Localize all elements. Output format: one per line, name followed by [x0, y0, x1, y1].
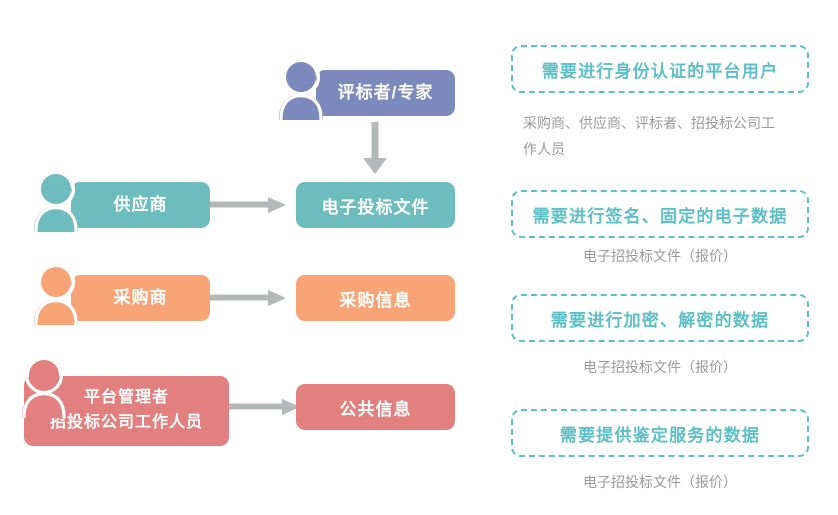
actor-buyer-box: 采购商: [71, 275, 210, 321]
person-icon: [275, 60, 337, 120]
actor-expert[interactable]: 评标者/专家: [275, 60, 460, 120]
databox-bid-file-label: 电子投标文件: [321, 197, 430, 217]
requirement-caption-signature-fixation: 电子招投标文件（报价）: [511, 243, 809, 269]
person-icon: [30, 172, 92, 232]
person-icon: [30, 265, 92, 325]
requirement-card-encrypt-decrypt[interactable]: 需要进行加密、解密的数据: [511, 294, 809, 342]
requirement-card-signature-fixation-heading: 需要进行签名、固定的电子数据: [532, 206, 788, 226]
actor-buyer-label: 采购商: [113, 287, 168, 307]
actor-buyer[interactable]: 采购商: [30, 265, 215, 325]
actor-admin-label-line1: 平台管理者: [83, 389, 169, 407]
actor-admin[interactable]: 平台管理者 招投标公司工作人员: [13, 358, 229, 448]
requirement-caption-encrypt-decrypt: 电子招投标文件（报价）: [511, 354, 809, 380]
requirement-card-forensics-service-heading: 需要提供鉴定服务的数据: [559, 425, 761, 445]
requirement-card-identity-auth-heading: 需要进行身份认证的平台用户: [541, 61, 779, 81]
actor-supplier-label: 供应商: [113, 194, 168, 214]
databox-purchase-info[interactable]: 采购信息: [296, 275, 455, 321]
arrow-supplier-to-bidfile: [190, 196, 290, 214]
databox-public-info-label: 公共信息: [339, 399, 412, 419]
arrow-buyer-to-purchase: [190, 289, 290, 307]
actor-supplier[interactable]: 供应商: [30, 172, 215, 232]
person-icon: [18, 358, 80, 418]
requirement-caption-signature-fixation-text: 电子招投标文件（报价）: [583, 248, 737, 264]
actor-expert-label: 评标者/专家: [337, 82, 434, 102]
arrow-expert-to-bidfile: [360, 122, 390, 178]
requirement-card-forensics-service[interactable]: 需要提供鉴定服务的数据: [511, 409, 809, 457]
requirement-caption-encrypt-decrypt-text: 电子招投标文件（报价）: [583, 359, 737, 375]
arrow-admin-to-public: [222, 398, 322, 416]
requirement-card-signature-fixation[interactable]: 需要进行签名、固定的电子数据: [511, 190, 809, 238]
requirement-caption-forensics-service-text: 电子招投标文件（报价）: [583, 474, 737, 490]
actor-expert-box: 评标者/专家: [316, 70, 455, 116]
databox-public-info[interactable]: 公共信息: [296, 384, 455, 430]
requirement-card-encrypt-decrypt-heading: 需要进行加密、解密的数据: [550, 310, 770, 330]
databox-purchase-info-label: 采购信息: [339, 290, 412, 310]
requirement-card-identity-auth[interactable]: 需要进行身份认证的平台用户: [511, 45, 809, 93]
requirement-caption-identity-auth: 采购商、供应商、评标者、招投标公司工作人员: [523, 110, 785, 162]
databox-bid-file[interactable]: 电子投标文件: [296, 182, 455, 228]
requirement-caption-forensics-service: 电子招投标文件（报价）: [511, 469, 809, 495]
actor-admin-label-line2: 招投标公司工作人员: [49, 414, 203, 431]
actor-supplier-box: 供应商: [71, 182, 210, 228]
requirement-caption-identity-auth-text: 采购商、供应商、评标者、招投标公司工作人员: [523, 115, 775, 157]
